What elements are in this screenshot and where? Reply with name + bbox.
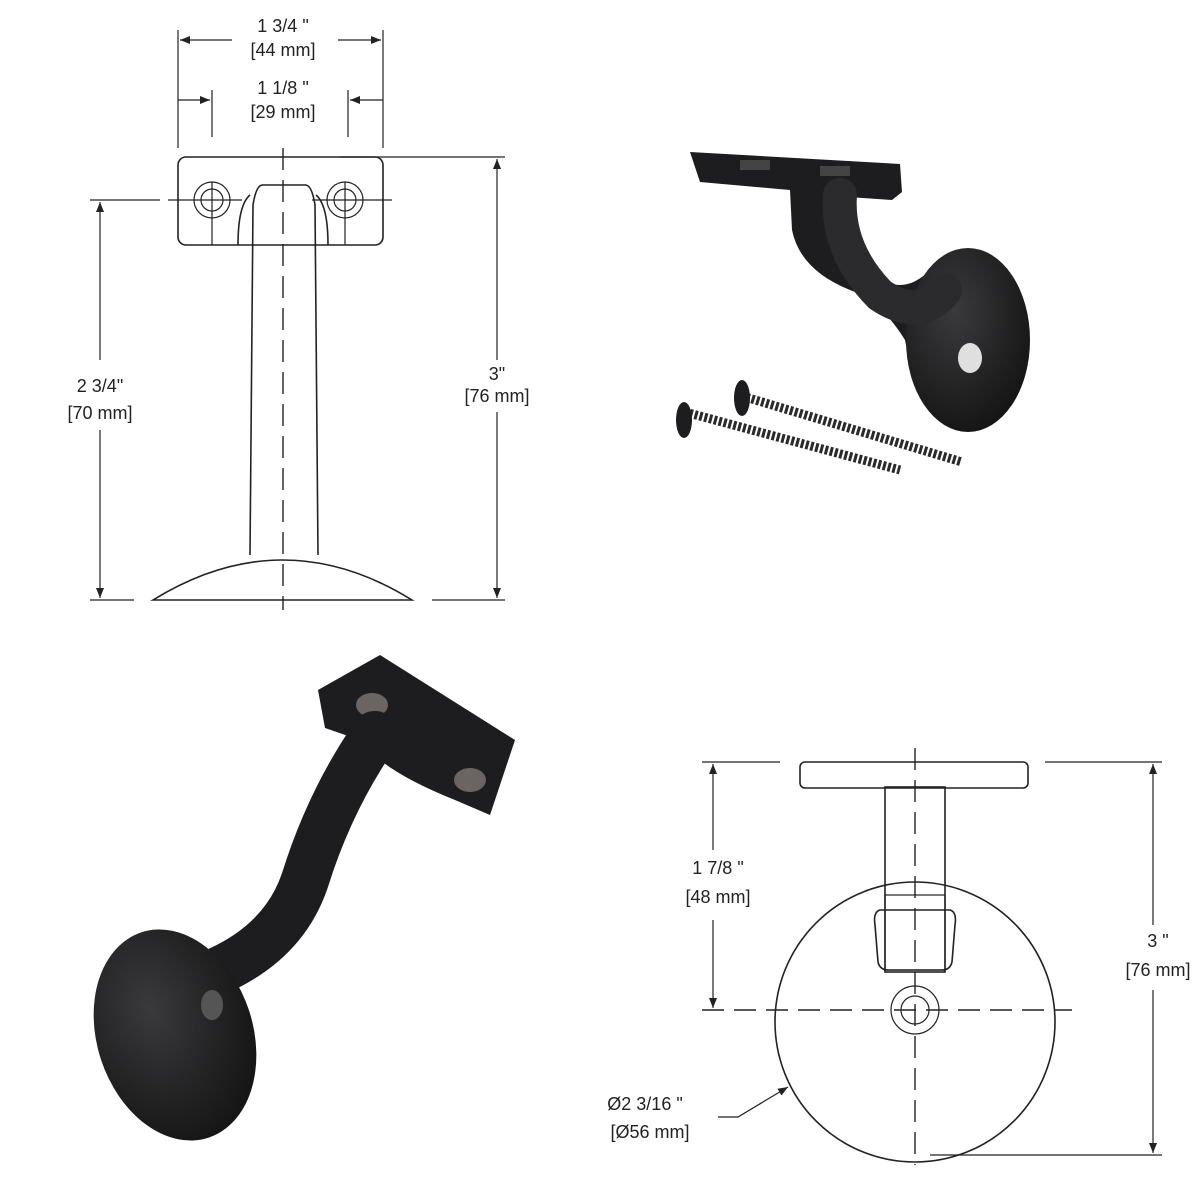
arm-curve — [822, 178, 962, 325]
base-outline — [150, 559, 415, 601]
arm-curve — [196, 711, 399, 994]
base-diameter-metric: [Ø56 mm] — [610, 1122, 689, 1142]
mounting-plate-outline — [177, 156, 384, 246]
plate-slot — [820, 166, 850, 176]
hole-spacing-metric: [29 mm] — [250, 102, 315, 122]
plate-hole-top — [356, 693, 388, 717]
product-photo-angled — [676, 152, 1030, 475]
height-to-hole-imperial: 1 7/8 " — [692, 858, 743, 878]
base-diameter-imperial: Ø2 3/16 " — [607, 1094, 682, 1114]
height-to-hole-metric: [48 mm] — [685, 887, 750, 907]
height-overall-imperial: 3" — [489, 364, 505, 384]
arm-fillets — [237, 194, 329, 246]
height-overall-side-metric: [76 mm] — [1125, 960, 1190, 980]
disk-screw-hole — [201, 990, 223, 1020]
height-overall-side-imperial: 3 " — [1147, 931, 1168, 951]
screws — [676, 380, 964, 475]
plate-hole-bottom — [454, 768, 486, 792]
side-view-drawing: 1 7/8 " [48 mm] 3 " [76 mm] Ø2 3/16 " [Ø… — [607, 748, 1191, 1165]
screw-head — [734, 380, 750, 416]
screw — [740, 391, 964, 467]
diameter-leader — [718, 1086, 789, 1118]
screw — [683, 407, 902, 475]
plate-slot — [740, 160, 770, 170]
screw-head — [676, 402, 692, 438]
hole-spacing-imperial: 1 1/8 " — [257, 78, 308, 98]
height-overall-metric: [76 mm] — [464, 386, 529, 406]
width-overall-metric: [44 mm] — [250, 40, 315, 60]
height-to-holes-imperial: 2 3/4" — [77, 376, 123, 396]
product-photo-front — [93, 655, 515, 1141]
support-arm-outline — [249, 184, 319, 556]
rail-plate-outline — [799, 761, 1029, 789]
disk-screw-hole — [958, 343, 982, 373]
wall-disk — [906, 248, 1030, 432]
width-overall-imperial: 1 3/4 " — [257, 16, 308, 36]
wall-disk — [93, 929, 257, 1141]
front-view-drawing: 1 3/4 " [44 mm] 1 1/8 " [29 mm] 2 3/4" [… — [67, 16, 530, 610]
height-to-holes-metric: [70 mm] — [67, 403, 132, 423]
